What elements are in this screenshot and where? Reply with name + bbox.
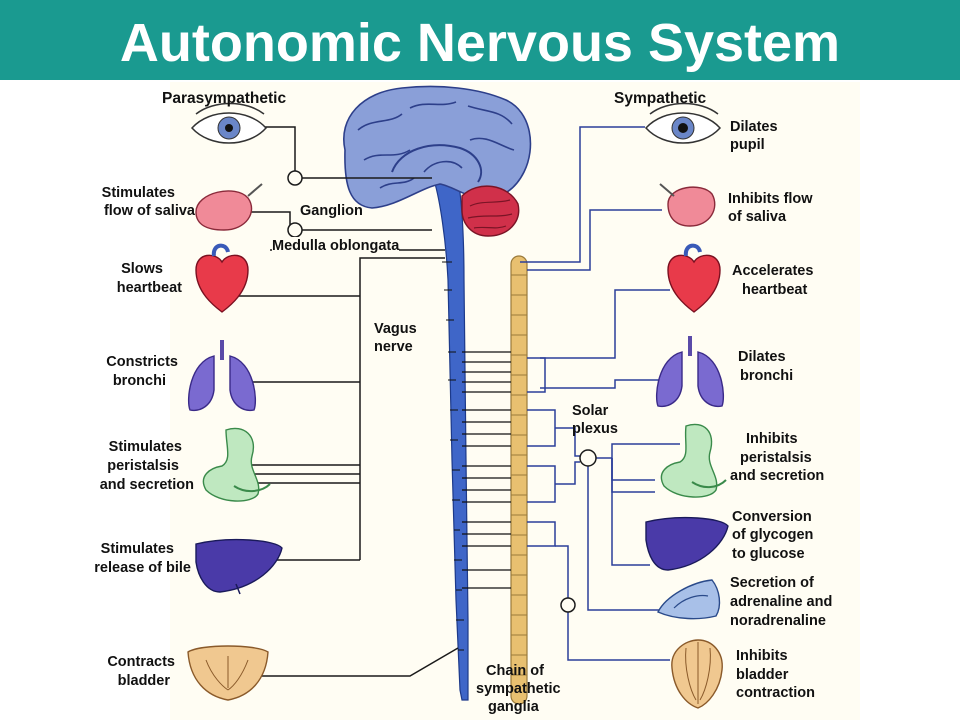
para-bladder-1: Contracts — [107, 654, 175, 670]
eye-icon — [190, 102, 268, 144]
heading-parasympathetic: Parasympathetic — [162, 90, 287, 107]
symp-peristalsis-3: and secretion — [730, 468, 825, 484]
solar-plexus-ganglion — [579, 449, 597, 467]
sympathetic-ganglia — [560, 449, 597, 613]
para-peristalsis-1: Stimulates — [108, 439, 182, 455]
cerebellum-icon — [461, 185, 520, 237]
para-bile-2: release of bile — [94, 560, 191, 576]
liver-icon — [645, 516, 729, 571]
symp-adrenaline-2: adrenaline and — [730, 594, 833, 610]
salivary-gland-icon — [659, 183, 716, 227]
label-solar-1: Solar — [572, 403, 609, 419]
para-peristalsis-3: and secretion — [99, 477, 194, 493]
bladder-icon — [671, 639, 723, 709]
para-heart-1: Slows — [121, 261, 163, 277]
label-chain-1: Chain of — [486, 663, 544, 679]
symp-heart-2: heartbeat — [742, 282, 808, 298]
page-title: Autonomic Nervous System — [119, 13, 841, 73]
symp-pupil-1: Dilates — [730, 119, 778, 135]
sympathetic-nerves — [520, 126, 680, 661]
label-solar-2: plexus — [572, 421, 618, 437]
spinal-ticks — [442, 261, 464, 651]
label-vagus-1: Vagus — [374, 321, 417, 337]
symp-peristalsis-1: Inhibits — [746, 431, 798, 447]
symp-bladder-2: bladder — [736, 667, 789, 683]
bladder-icon — [187, 645, 269, 701]
lungs-icon — [187, 340, 257, 412]
label-chain-2: sympathetic — [476, 681, 561, 697]
symp-bronchi-1: Dilates — [738, 349, 786, 365]
para-bronchi-2: bronchi — [112, 373, 166, 389]
stomach-icon — [660, 423, 727, 498]
para-saliva-2: flow of saliva — [103, 203, 195, 219]
label-vagus-2: nerve — [374, 339, 413, 355]
symp-glycogen-2: of glycogen — [732, 527, 814, 543]
symp-peristalsis-2: peristalsis — [740, 450, 812, 466]
title-bar — [0, 0, 960, 80]
liver-icon — [195, 538, 283, 595]
adrenal-gland-icon — [657, 579, 721, 620]
symp-bladder-3: contraction — [736, 685, 815, 701]
stomach-icon — [202, 427, 271, 502]
spinal-rami — [462, 351, 511, 589]
label-ganglion: Ganglion — [300, 203, 363, 219]
para-bile-1: Stimulates — [100, 541, 174, 557]
para-bronchi-1: Constricts — [106, 354, 178, 370]
para-bladder-2: bladder — [117, 673, 170, 689]
symp-heart-1: Accelerates — [732, 263, 814, 279]
para-heart-2: heartbeat — [116, 280, 182, 296]
symp-adrenaline-3: noradrenaline — [730, 613, 826, 629]
label-chain-3: ganglia — [488, 699, 539, 715]
heart-icon — [195, 243, 249, 313]
symp-bronchi-2: bronchi — [740, 368, 794, 384]
heart-icon — [667, 243, 721, 313]
symp-bladder-1: Inhibits — [736, 648, 788, 664]
para-saliva-1: Stimulates — [101, 185, 175, 201]
label-medulla: Medulla oblongata — [272, 237, 400, 255]
symp-saliva-2: of saliva — [728, 209, 787, 225]
para-peristalsis-2: peristalsis — [107, 458, 179, 474]
symp-saliva-1: Inhibits flow — [728, 191, 813, 207]
symp-glycogen-1: Conversion — [732, 509, 812, 525]
lower-mesenteric-ganglion — [560, 597, 576, 613]
salivary-gland-icon — [195, 183, 263, 231]
symp-pupil-2: pupil — [730, 137, 765, 153]
eye-icon — [644, 102, 722, 144]
lungs-icon — [655, 336, 725, 408]
heading-sympathetic: Sympathetic — [614, 90, 707, 107]
symp-adrenaline-1: Secretion of — [730, 575, 814, 591]
symp-glycogen-3: to glucose — [732, 546, 805, 562]
sympathetic-chain — [510, 255, 528, 705]
